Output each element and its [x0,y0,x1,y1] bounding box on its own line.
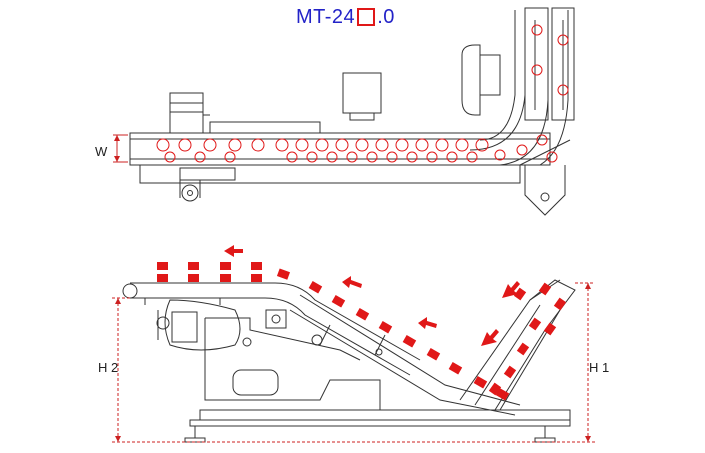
model-suffix: .0 [377,5,395,28]
side-foot-left [184,437,206,443]
top-curve-outer [469,10,526,151]
side-products [157,262,567,401]
side-pivot-2 [242,337,252,347]
flow-arrows [224,245,520,346]
model-title: MT-24 .0 [296,5,395,29]
top-lift-column-2 [551,7,575,121]
flow-arrow-top [224,245,243,257]
top-motor [169,92,204,134]
side-housing [204,318,520,411]
top-products [156,24,569,163]
flow-arrow-lift-1 [502,281,520,298]
top-foot-left [181,184,199,202]
top-foot-right [524,165,566,216]
side-upper-belt [130,282,421,361]
top-electrical-box [342,72,382,114]
top-view-base [139,164,521,184]
side-inspection-window [232,369,279,396]
flow-arrow-incline-2 [418,317,437,329]
flow-arrow-incline-1 [342,276,362,288]
height-h1-label: H 1 [589,360,610,375]
dimension-arrowheads [114,135,591,442]
model-variant-box [357,8,376,26]
side-head-pulley [122,283,138,299]
flow-arrow-lift-2 [481,329,499,346]
side-drive-chain [164,299,241,351]
top-bearing [179,167,236,181]
side-incline-rail [299,294,521,406]
side-foot-right [534,437,556,443]
width-dimension-label: W [95,144,108,159]
height-h2-label: H 2 [98,360,119,375]
side-drive-motor [171,311,198,343]
side-tensioner [265,309,287,329]
top-gear-motor [461,44,481,116]
side-lift-arm [459,279,576,411]
top-view [113,7,575,216]
model-prefix: MT-24 [296,5,356,28]
side-view [112,279,595,443]
top-lift-column-1 [524,7,549,121]
